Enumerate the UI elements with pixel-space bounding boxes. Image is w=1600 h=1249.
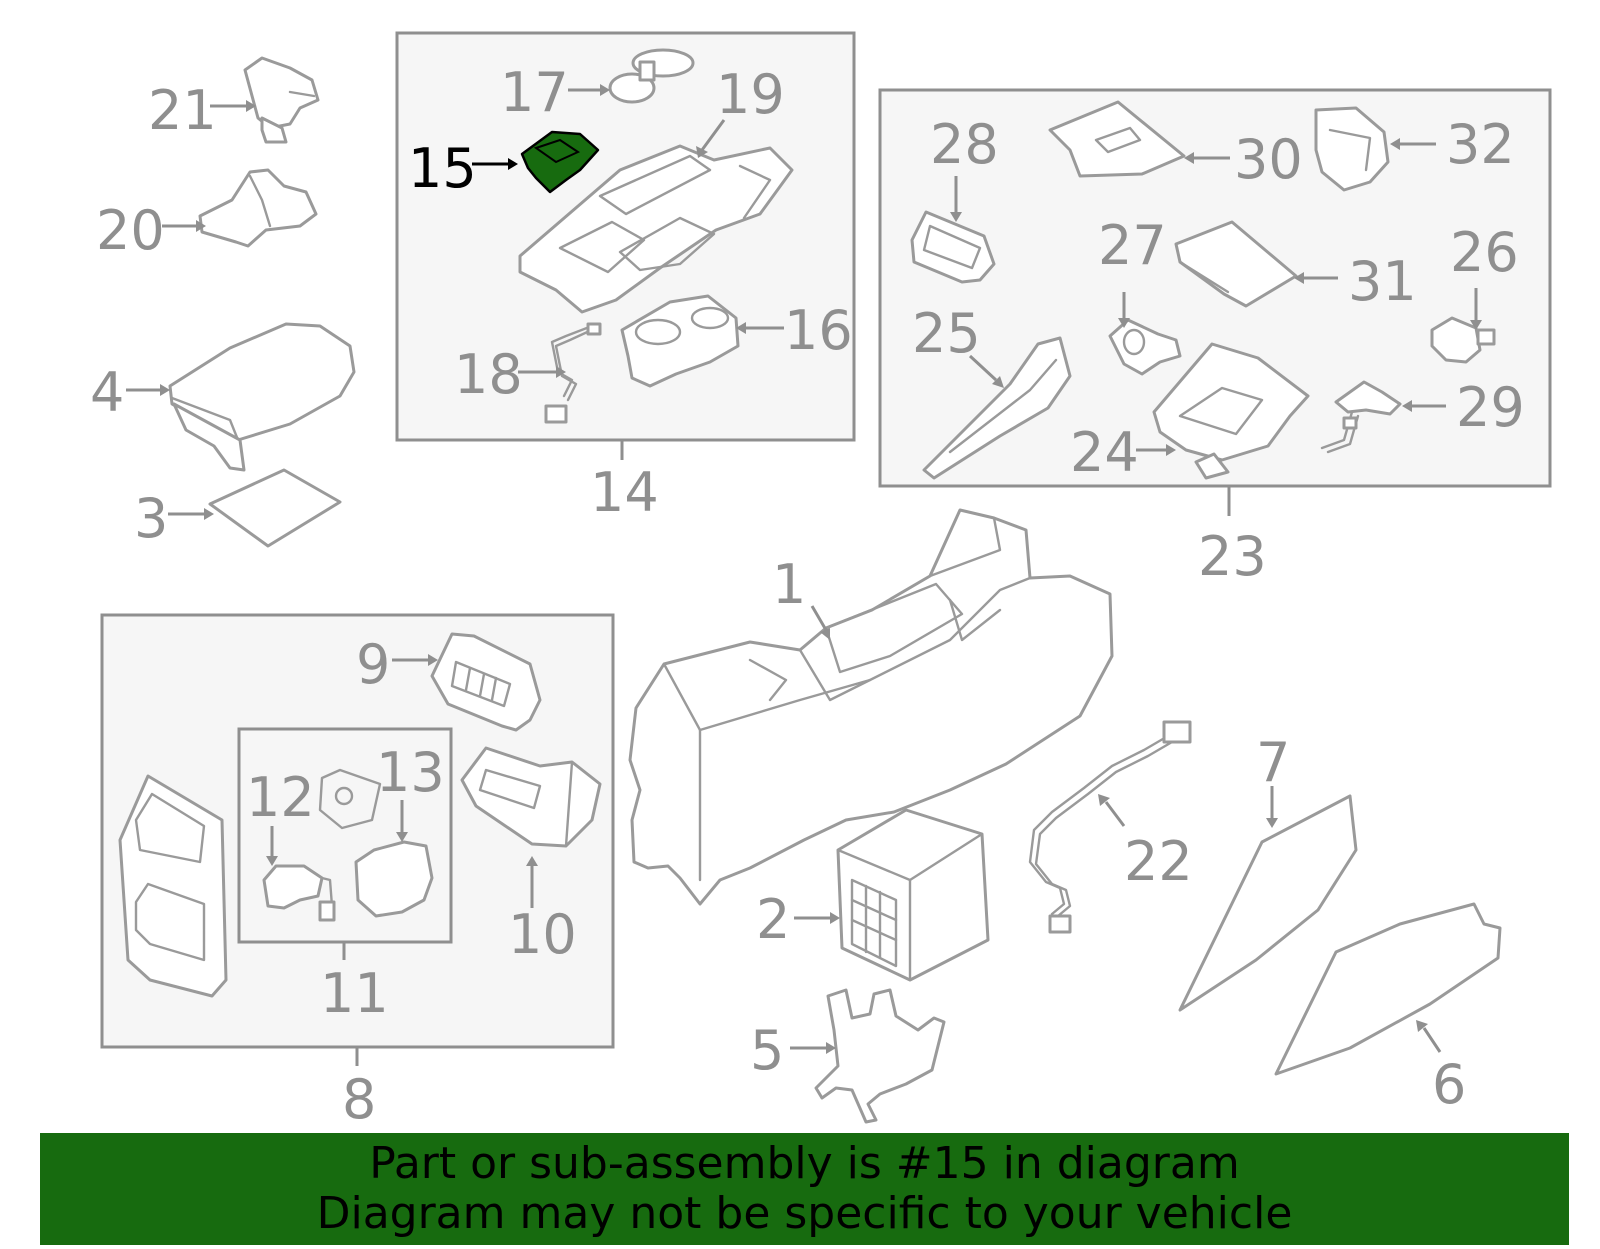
part-32-bracket	[1314, 106, 1390, 192]
info-banner: Part or sub-assembly is #15 in diagram D…	[40, 1133, 1569, 1245]
callout-22: 22	[1124, 830, 1193, 893]
part-7-side-panel	[1178, 794, 1358, 1012]
part-26-socket	[1430, 316, 1496, 364]
part-12-socket	[262, 864, 336, 922]
callout-17: 17	[500, 61, 569, 124]
callout-14: 14	[590, 461, 659, 524]
callout-2: 2	[756, 888, 790, 951]
callout-19: 19	[716, 63, 785, 126]
callout-31: 31	[1348, 250, 1417, 313]
part-17-cup-mat	[608, 48, 695, 104]
callout-7: 7	[1256, 731, 1290, 794]
part-4-armrest	[168, 322, 356, 472]
callout-labels: 21 20 4 3 17 15 19 16 18 14 28 30 32 27 …	[90, 61, 1525, 1131]
part-20-shift-boot	[198, 168, 318, 248]
callout-5: 5	[750, 1019, 784, 1082]
part-24-tray	[1152, 342, 1310, 480]
callout-13: 13	[376, 741, 445, 804]
part-16-cup-holder	[620, 294, 740, 388]
callout-12: 12	[246, 766, 315, 829]
part-30-tray-mat	[1048, 100, 1186, 178]
callout-8: 8	[342, 1068, 376, 1131]
part-9-rear-vent	[430, 632, 542, 732]
callout-15: 15	[408, 137, 477, 200]
part-6-side-panel	[1274, 902, 1502, 1076]
callout-11: 11	[320, 962, 389, 1025]
part-5-bracket	[814, 988, 946, 1124]
callout-23: 23	[1198, 525, 1267, 588]
callout-1: 1	[772, 553, 806, 616]
callout-3: 3	[134, 487, 168, 550]
part-19-console-panel	[518, 144, 794, 314]
part-18-wire-harness	[544, 322, 602, 424]
callout-4: 4	[90, 361, 124, 424]
part-3-mat	[208, 468, 342, 548]
part-28-switch	[910, 210, 996, 284]
part-27-socket	[1108, 318, 1182, 376]
banner-line-1: Part or sub-assembly is #15 in diagram	[369, 1138, 1240, 1189]
callout-30: 30	[1234, 128, 1303, 191]
callout-20: 20	[96, 199, 165, 262]
callout-29: 29	[1456, 376, 1525, 439]
leader-lines	[126, 84, 1482, 1054]
part-21-shift-knob	[243, 56, 320, 144]
part-2-storage-bin	[836, 808, 990, 982]
callout-21: 21	[148, 79, 217, 142]
callout-27: 27	[1098, 214, 1167, 277]
part-31-pad	[1174, 220, 1298, 308]
part-15-switch-highlighted	[520, 130, 600, 194]
callout-32: 32	[1446, 113, 1515, 176]
part-8-rear-panel	[118, 774, 228, 998]
part-22-wire-harness	[1028, 720, 1192, 934]
callout-18: 18	[454, 343, 523, 406]
callout-16: 16	[784, 299, 853, 362]
callout-24: 24	[1070, 421, 1139, 484]
callout-6: 6	[1432, 1053, 1466, 1116]
callout-28: 28	[930, 113, 999, 176]
part-10-duct	[460, 746, 602, 848]
part-29-wire-harness	[1320, 380, 1402, 454]
callout-9: 9	[356, 633, 390, 696]
callout-10: 10	[508, 903, 577, 966]
part-1-console-body	[628, 508, 1114, 906]
part-13-usb-module	[318, 768, 434, 918]
banner-line-2: Diagram may not be specific to your vehi…	[316, 1188, 1293, 1239]
part-25-side-trim	[922, 336, 1072, 480]
callout-26: 26	[1450, 221, 1519, 284]
callout-25: 25	[912, 302, 981, 365]
